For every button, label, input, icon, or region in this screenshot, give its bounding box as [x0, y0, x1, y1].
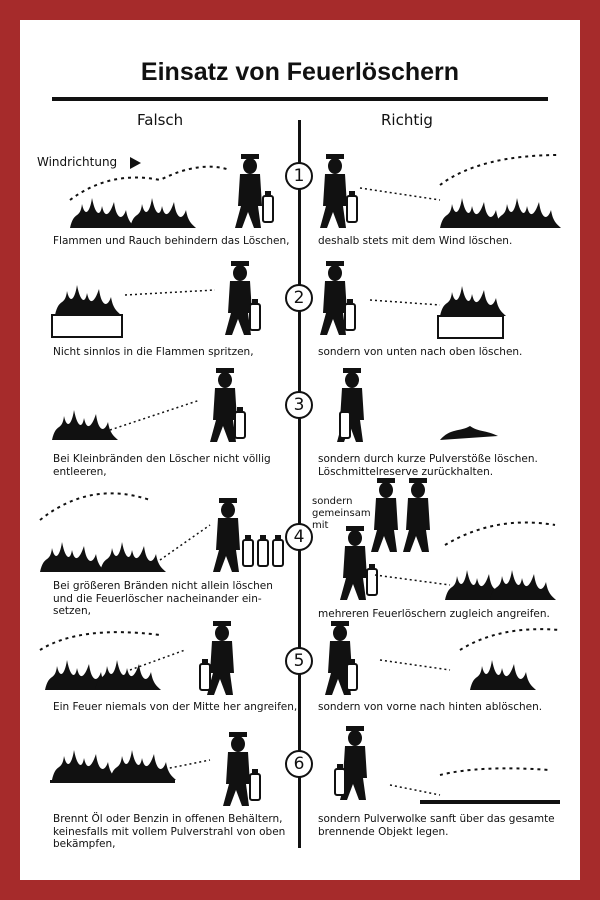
caption-wrong-3: Bei Kleinbränden den Löscher nicht völli… [53, 453, 271, 478]
wind-direction-label: Windrichtung [37, 155, 118, 169]
caption-wrong-6: Brennt Öl oder Benzin in offenen Behälte… [53, 813, 286, 850]
row2-right-art [320, 261, 506, 339]
row4-wrong-art [39, 492, 284, 572]
row6-right-art [334, 726, 560, 804]
caption-right-4-note: sondern gemeinsam mit [312, 496, 371, 531]
center-divider [298, 120, 301, 848]
row6-wrong-art [50, 732, 261, 806]
caption-right-4: mehreren Feuerlöschern zugleich angreife… [318, 608, 550, 620]
step-number-2: 2 [285, 284, 313, 312]
step-number-4: 4 [285, 523, 313, 551]
caption-right-1: deshalb stets mit dem Wind löschen. [318, 235, 513, 247]
row4-right-art [340, 478, 556, 600]
title-rule [52, 97, 548, 101]
caption-wrong-5: Ein Feuer niemals von der Mitte her angr… [53, 701, 298, 713]
caption-wrong-4: Bei größeren Bränden nicht allein lösche… [53, 580, 273, 617]
row3-right-art [337, 368, 498, 442]
column-header-right: Richtig [381, 111, 433, 129]
wind-arrow-icon [130, 157, 141, 169]
column-header-wrong: Falsch [137, 111, 184, 129]
row2-wrong-art [51, 261, 261, 338]
row3-wrong-art [52, 368, 246, 442]
row1-wrong-art [69, 154, 274, 228]
step-number-1: 1 [285, 162, 313, 190]
caption-right-3: sondern durch kurze Pulverstöße löschen.… [318, 453, 538, 478]
caption-right-2: sondern von unten nach oben löschen. [318, 346, 523, 358]
row5-right-art [325, 621, 561, 695]
step-number-6: 6 [285, 750, 313, 778]
row1-right-art [320, 154, 561, 228]
page-title: Einsatz von Feuerlöschern [140, 58, 460, 86]
caption-wrong-1: Flammen und Rauch behindern das Löschen, [53, 235, 290, 247]
caption-right-5: sondern von vorne nach hinten ablöschen. [318, 701, 543, 713]
caption-wrong-2: Nicht sinnlos in die Flammen spritzen, [53, 346, 254, 358]
row5-wrong-art [39, 621, 234, 695]
step-number-3: 3 [285, 391, 313, 419]
step-number-5: 5 [285, 647, 313, 675]
caption-right-6: sondern Pulverwolke sanft über das gesam… [318, 813, 555, 838]
